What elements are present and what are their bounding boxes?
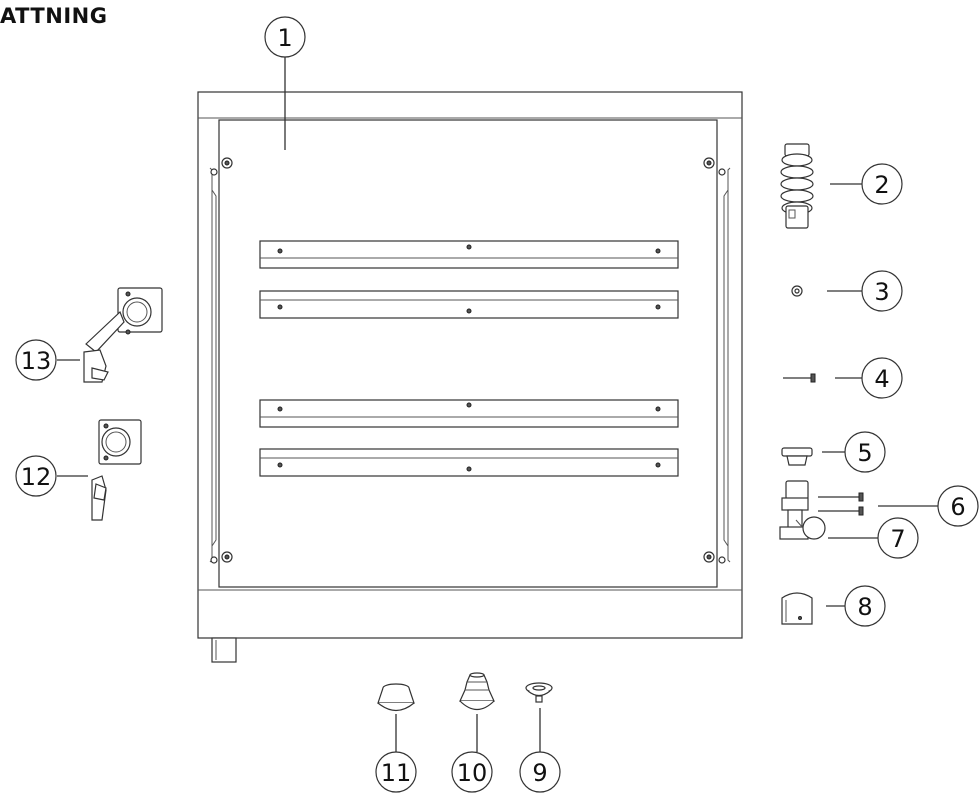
valve-bracket-lower bbox=[91, 419, 142, 521]
cabinet-body bbox=[197, 91, 743, 639]
mounting-rails bbox=[259, 240, 679, 477]
plug-cap bbox=[781, 447, 813, 466]
grommet-flat bbox=[525, 682, 553, 703]
callout-label: 2 bbox=[874, 171, 889, 199]
page-title: ATTNING bbox=[0, 4, 108, 28]
callout-label: 6 bbox=[950, 493, 965, 521]
callout-4: 4 bbox=[861, 357, 903, 399]
callout-6: 6 bbox=[937, 485, 979, 527]
end-cover bbox=[781, 592, 813, 625]
callout-label: 11 bbox=[381, 759, 412, 787]
callout-label: 10 bbox=[457, 759, 488, 787]
callout-label: 8 bbox=[857, 593, 872, 621]
callout-5: 5 bbox=[844, 431, 886, 473]
callout-label: 9 bbox=[532, 759, 547, 787]
callout-10: 10 bbox=[451, 751, 493, 793]
callout-label: 13 bbox=[21, 347, 52, 375]
callout-label: 4 bbox=[874, 365, 889, 393]
callout-1: 1 bbox=[264, 16, 306, 58]
cone-grommet-stepped bbox=[459, 672, 495, 711]
callout-label: 3 bbox=[874, 278, 889, 306]
long-screw bbox=[783, 373, 816, 383]
callout-2: 2 bbox=[861, 163, 903, 205]
corrugated-hose bbox=[780, 143, 814, 229]
callout-13: 13 bbox=[15, 339, 57, 381]
callout-12: 12 bbox=[15, 455, 57, 497]
bolts bbox=[818, 492, 864, 516]
valve-bracket-upper bbox=[83, 287, 163, 383]
corner-screws bbox=[210, 157, 726, 564]
callout-11: 11 bbox=[375, 751, 417, 793]
callout-label: 7 bbox=[890, 525, 905, 553]
callout-label: 12 bbox=[21, 463, 52, 491]
bottom-pipe-stub bbox=[211, 637, 237, 663]
callout-7: 7 bbox=[877, 517, 919, 559]
callout-8: 8 bbox=[844, 585, 886, 627]
washer bbox=[791, 285, 803, 297]
callout-3: 3 bbox=[861, 270, 903, 312]
leader-lines bbox=[57, 56, 938, 752]
callout-label: 5 bbox=[857, 439, 872, 467]
cone-grommet bbox=[377, 683, 415, 712]
callout-label: 1 bbox=[277, 24, 292, 52]
shut-off-valve bbox=[779, 480, 826, 540]
callout-9: 9 bbox=[519, 751, 561, 793]
